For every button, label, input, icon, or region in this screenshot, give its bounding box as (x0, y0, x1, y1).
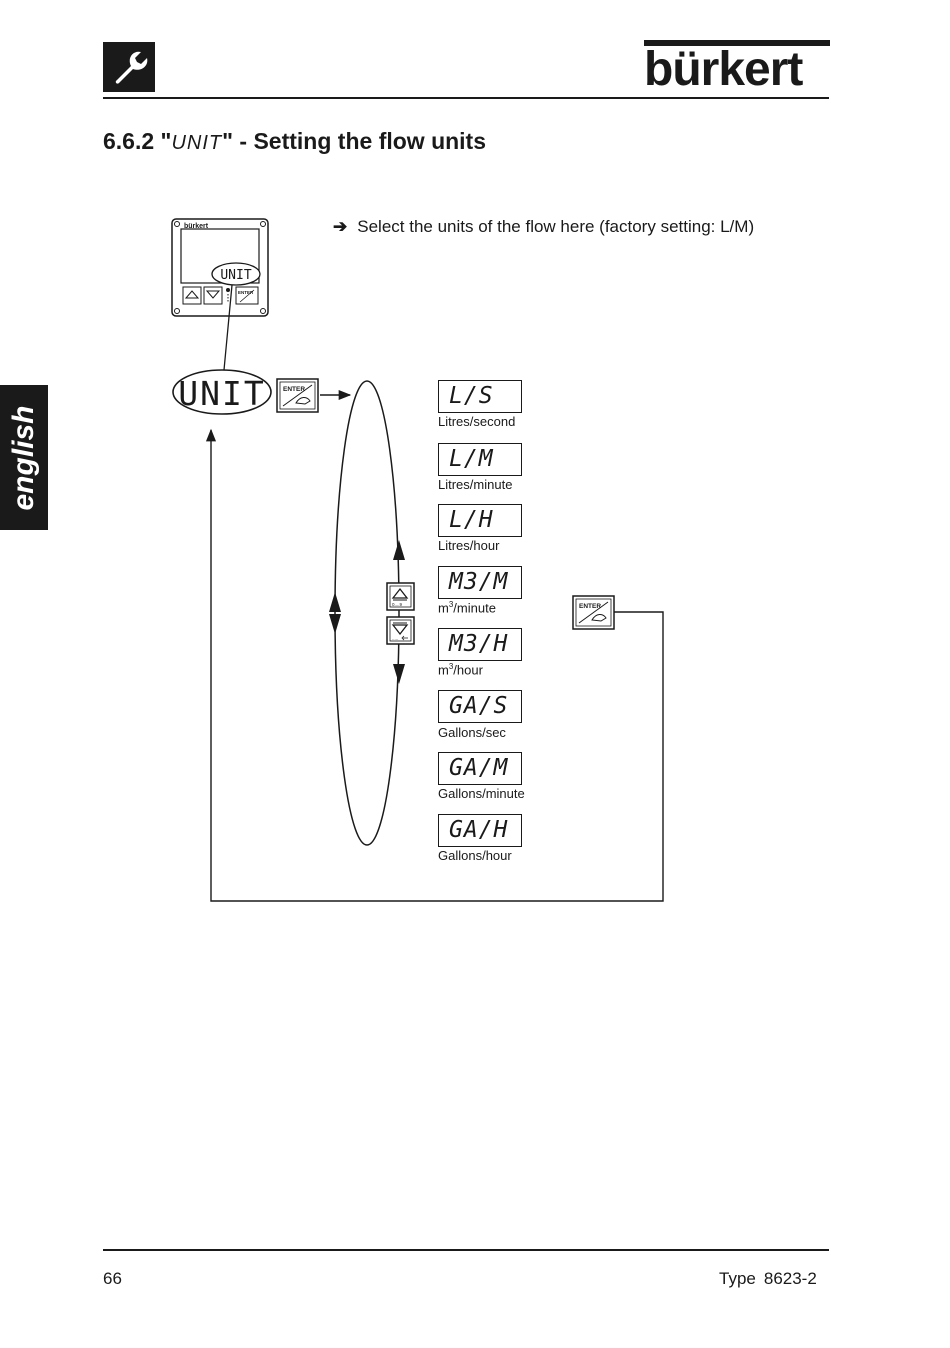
svg-text:0....9: 0....9 (392, 602, 403, 607)
header-rule (103, 97, 829, 99)
unit-option-label: Gallons/hour (438, 848, 512, 863)
section-number: 6.6.2 (103, 128, 155, 154)
device-up-key[interactable] (182, 286, 202, 305)
unit-option[interactable]: M3/H (438, 628, 522, 661)
enter-key-main[interactable]: ENTER (276, 378, 319, 413)
unit-option-label: Litres/hour (438, 538, 500, 553)
unit-option[interactable]: L/H (438, 504, 522, 537)
unit-option-label: m3/hour (438, 662, 483, 678)
section-title-text: - Setting the flow units (233, 128, 487, 154)
svg-text:.....: ..... (392, 636, 398, 641)
section-segment-text: UNIT (171, 132, 223, 154)
instruction: ➔ Select the units of the flow here (fact… (333, 217, 754, 237)
svg-text:ENTER: ENTER (238, 290, 254, 295)
unit-option-label: Litres/second (438, 414, 516, 429)
svg-text:ENTER: ENTER (283, 386, 305, 393)
arrow-right-icon: ➔ (333, 217, 348, 236)
down-key[interactable]: ..... (386, 616, 415, 645)
language-tab (0, 385, 48, 530)
pointer-line (223, 284, 233, 371)
footer-rule (103, 1249, 829, 1251)
device-display-highlight (211, 262, 261, 286)
instruction-text: Select the units of the flow here (facto… (357, 217, 755, 236)
unit-option-label: Litres/minute (438, 477, 513, 492)
brand-logo: bürkert (644, 40, 830, 96)
page-number: 66 (103, 1269, 122, 1288)
unit-option-label: Gallons/minute (438, 786, 525, 801)
unit-option[interactable]: M3/M (438, 566, 522, 599)
type-value: 8623-2 (763, 1269, 817, 1288)
unit-option[interactable]: L/M (438, 443, 522, 476)
device-brand: bürkert (184, 223, 209, 230)
unit-option[interactable]: GA/S (438, 690, 522, 723)
selection-loop (334, 380, 400, 846)
device-panel: bürkert UNIT ENTER (171, 218, 269, 317)
svg-text:ENTER: ENTER (579, 603, 601, 610)
unit-option[interactable]: L/S (438, 380, 522, 413)
enter-key-confirm[interactable]: ENTER (572, 595, 615, 630)
return-path (205, 428, 664, 902)
unit-option[interactable]: GA/M (438, 752, 522, 785)
up-key[interactable]: 0....9 (386, 582, 415, 611)
unit-option[interactable]: GA/H (438, 814, 522, 847)
device-display-text: UNIT (220, 268, 251, 283)
section-title: 6.6.2 "UNIT" - Setting the flow units (103, 128, 487, 154)
brand-logo-text: bürkert (644, 43, 803, 96)
unit-option-label: m3/minute (438, 600, 496, 616)
menu-display-ellipse (172, 369, 272, 415)
wrench-icon (103, 42, 155, 92)
unit-option-label: Gallons/sec (438, 725, 506, 740)
menu-display-text: UNIT (178, 374, 265, 413)
device-down-key[interactable] (203, 286, 223, 305)
